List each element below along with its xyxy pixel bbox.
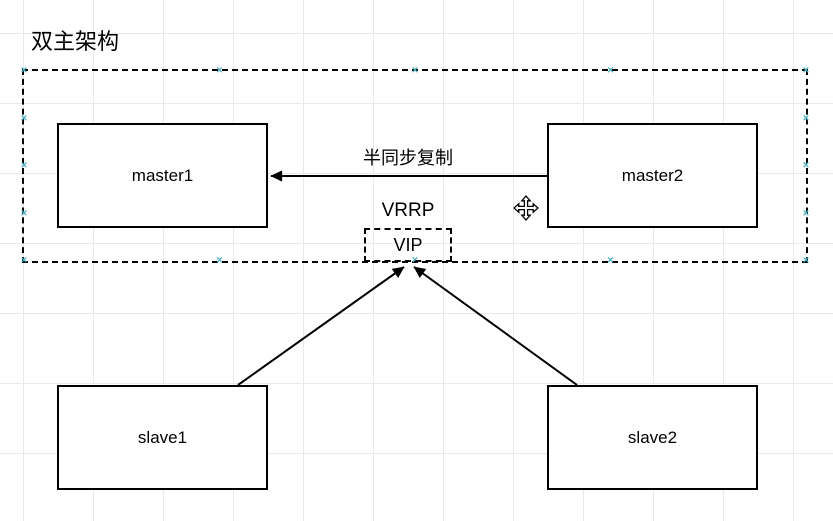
selection-box[interactable]: ××××××××××××××××	[20, 64, 810, 266]
node-vip-label: VIP	[393, 234, 423, 255]
selection-handle-icon[interactable]: ×	[802, 207, 810, 219]
selection-handle-icon[interactable]: ×	[216, 64, 223, 77]
node-master1[interactable]: master1	[57, 123, 268, 228]
selection-handle-icon[interactable]: ×	[802, 159, 810, 172]
selection-handle-icon[interactable]: ×	[20, 207, 28, 219]
selection-handle-icon[interactable]: ×	[607, 254, 614, 267]
node-master1-label: master1	[131, 165, 194, 185]
selection-handle-icon[interactable]: ×	[802, 64, 810, 77]
selection-handle-icon[interactable]: ×	[20, 112, 28, 124]
selection-handle-icon[interactable]: ×	[802, 112, 810, 124]
selection-handle-icon[interactable]: ×	[411, 64, 419, 77]
node-slave1-label: slave1	[137, 427, 188, 447]
diagram-title[interactable]: 双主架构	[31, 29, 120, 54]
vrrp-label[interactable]: VRRP	[381, 200, 435, 221]
selection-handle-icon[interactable]: ×	[607, 64, 614, 77]
replication-edge-label[interactable]: 半同步复制	[363, 148, 453, 168]
node-slave2-label: slave2	[627, 427, 678, 447]
edge-slave2-to-vip[interactable]	[413, 266, 578, 386]
node-master2-label: master2	[621, 165, 684, 185]
edge-slave1-to-vip[interactable]	[237, 266, 405, 386]
node-slave2[interactable]: slave2	[547, 385, 758, 490]
selection-handle-icon[interactable]: ×	[20, 159, 28, 172]
selection-handle-icon[interactable]: ×	[20, 64, 28, 77]
node-vip[interactable]: VIP	[364, 228, 452, 262]
selection-handle-icon[interactable]: ×	[20, 254, 28, 267]
node-master2[interactable]: master2	[547, 123, 758, 228]
node-slave1[interactable]: slave1	[57, 385, 268, 490]
selection-handle-icon[interactable]: ×	[216, 254, 223, 267]
selection-handle-icon[interactable]: ×	[802, 254, 810, 267]
